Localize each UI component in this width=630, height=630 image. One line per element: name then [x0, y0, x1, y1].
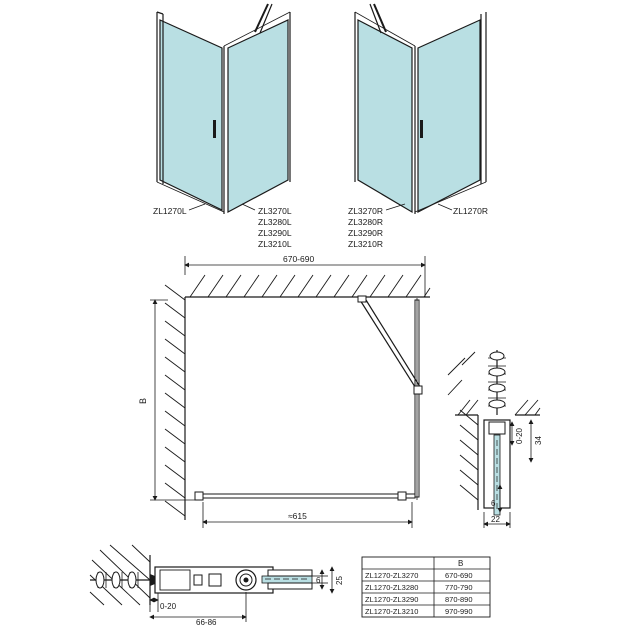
left-shower-view: ZL1270L ZL3270L ZL3280L ZL3290L ZL3210L — [153, 3, 292, 249]
profile-dim-6: 6 — [491, 499, 496, 508]
label-door-left: ZL1270L — [153, 206, 187, 216]
label-door-right: ZL1270R — [453, 206, 488, 216]
right-side-panel-glass — [357, 19, 413, 214]
label-panel-left-3: ZL3290L — [258, 228, 292, 238]
table-cell-range: 670-690 — [445, 571, 473, 580]
label-panel-left-4: ZL3210L — [258, 239, 292, 249]
table-cell-range: 870-890 — [445, 595, 473, 604]
label-panel-right-1: ZL3270R — [348, 206, 383, 216]
plan-door — [199, 493, 416, 499]
plan-depth-label: B — [138, 398, 148, 404]
hinge-dim-6: 6 — [316, 576, 321, 585]
plan-view: 670-690 B ≈615 — [138, 254, 431, 528]
door-handle-left — [213, 120, 216, 138]
size-table: B ZL1270-ZL3270 670-690 ZL1270-ZL3280 77… — [361, 556, 491, 618]
label-panel-right-2: ZL3280R — [348, 217, 383, 227]
profile-dim-34: 34 — [534, 436, 543, 445]
profile-dim-0-20: 0-20 — [515, 427, 524, 444]
label-panel-left-1: ZL3270L — [258, 206, 292, 216]
left-door-glass — [159, 19, 223, 211]
hinge-dim-25: 25 — [335, 576, 344, 585]
table-header-b: B — [458, 559, 463, 568]
left-side-panel-glass — [227, 19, 289, 213]
table-cell-range: 970-990 — [445, 607, 473, 616]
table-cell-model: ZL1270-ZL3210 — [365, 607, 418, 616]
profile-dim-22: 22 — [491, 515, 500, 524]
table-cell-range: 770-790 — [445, 583, 473, 592]
left-stabilizer-bar — [254, 3, 269, 33]
label-panel-right-3: ZL3290R — [348, 228, 383, 238]
label-panel-right-4: ZL3210R — [348, 239, 383, 249]
right-shower-view: ZL3270R ZL3280R ZL3290R ZL3210R ZL1270R — [348, 3, 488, 249]
wall-anchor — [488, 350, 506, 415]
table-cell-model: ZL1270-ZL3290 — [365, 595, 418, 604]
plan-width-label: 670-690 — [283, 254, 314, 264]
table-cell-model: ZL1270-ZL3270 — [365, 571, 418, 580]
door-handle-right — [420, 120, 423, 138]
hinge-detail: 6 25 0-20 66-86 — [89, 544, 344, 627]
table-cell-model: ZL1270-ZL3280 — [365, 583, 418, 592]
hinge-glass — [261, 575, 313, 584]
hinge-anchor — [90, 571, 165, 589]
right-stabilizer-bar — [373, 3, 387, 33]
right-door-glass — [417, 19, 481, 213]
plan-door-label: ≈615 — [288, 511, 307, 521]
hinge-dim-0-20: 0-20 — [160, 602, 177, 611]
top-wall-hatch — [185, 274, 431, 298]
profile-glass — [493, 434, 501, 516]
profile-detail: 0-20 34 6 22 — [447, 350, 543, 528]
hinge-dim-66-86: 66-86 — [196, 618, 217, 627]
label-panel-left-2: ZL3280L — [258, 217, 292, 227]
left-wall-hatch — [164, 284, 186, 520]
